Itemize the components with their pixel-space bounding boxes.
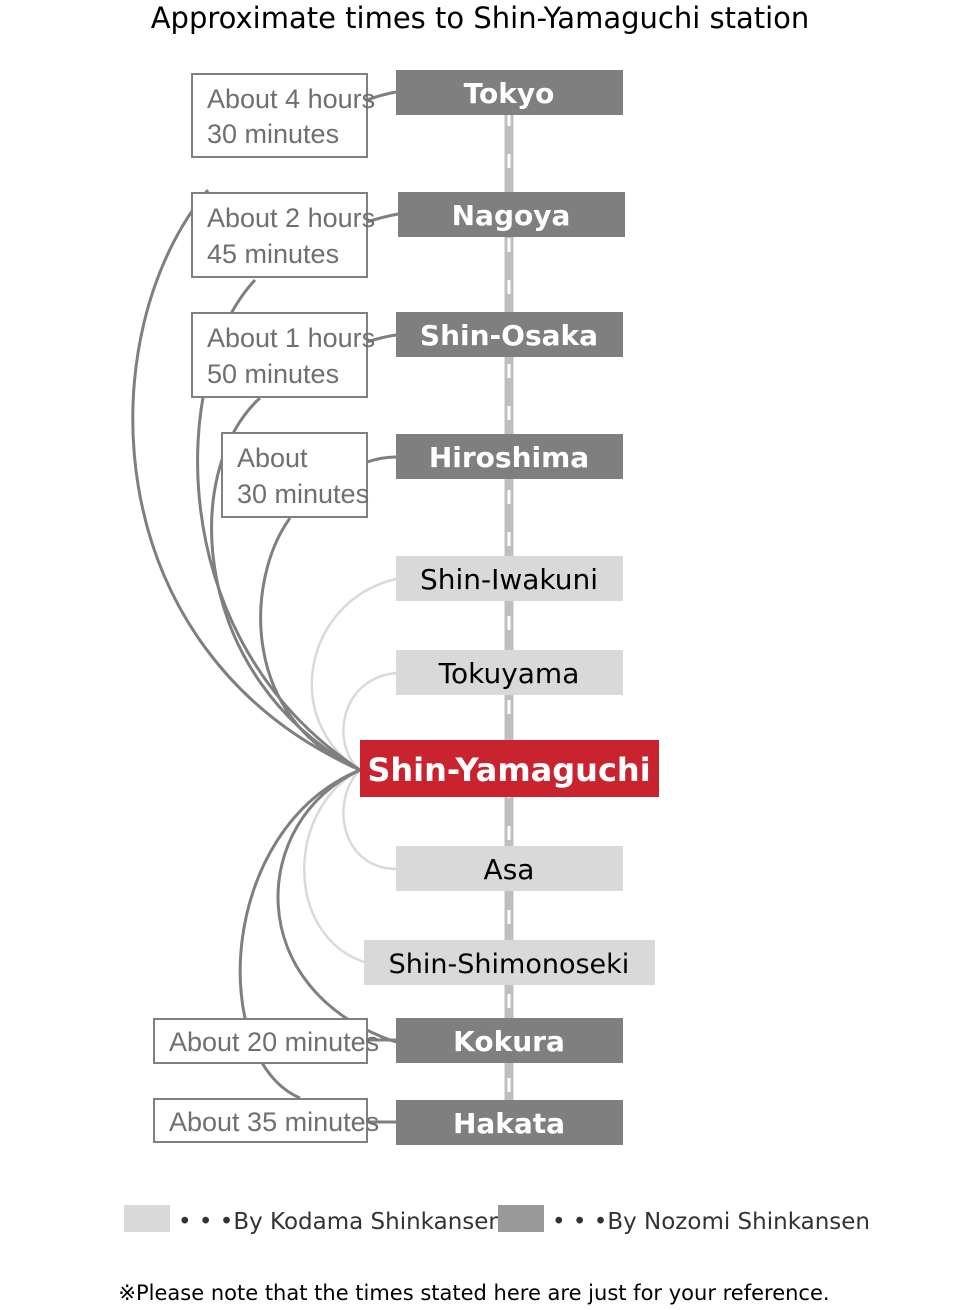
station-name-hakata: Hakata — [453, 1107, 565, 1140]
station-name-tokuyama: Tokuyama — [438, 657, 580, 690]
station-name-kokura: Kokura — [453, 1025, 565, 1058]
legend-swatch-kodama — [124, 1205, 170, 1232]
station-asa: Asa — [396, 846, 623, 891]
time-hakata: About 35 minutes — [169, 1107, 379, 1137]
curve-tokuyama — [342, 671, 397, 771]
legend-item-nozomi: • • •By Nozomi Shinkansen — [498, 1205, 870, 1235]
time-boxes: About 4 hours 30 minutes About 2 hours 4… — [153, 73, 379, 1143]
time-hiroshima-line1: About — [237, 443, 308, 473]
curve-shin-iwakuni — [310, 577, 397, 772]
legend-label-nozomi: • • •By Nozomi Shinkansen — [552, 1209, 870, 1235]
legend-swatch-nozomi — [498, 1205, 544, 1232]
time-nagoya-line2: 45 minutes — [207, 239, 339, 269]
time-box-hiroshima: About 30 minutes — [221, 432, 369, 518]
reference-note: ※Please note that the times stated here … — [118, 1281, 829, 1305]
time-tokyo-line1: About 4 hours — [207, 84, 375, 114]
curve-asa — [342, 769, 397, 871]
stations: Tokyo Nagoya Shin-Osaka Hiroshima Shin-I… — [360, 70, 659, 1145]
station-tokyo: Tokyo — [396, 70, 623, 115]
connector-nagoya — [366, 212, 399, 224]
station-nagoya: Nagoya — [398, 192, 625, 237]
curve-hakata — [238, 768, 361, 1100]
station-name-nagoya: Nagoya — [452, 199, 571, 232]
time-kokura: About 20 minutes — [169, 1027, 379, 1057]
connector-tokyo — [366, 90, 397, 102]
station-kokura: Kokura — [396, 1018, 623, 1063]
curve-shin-shimonoseki — [303, 768, 365, 964]
station-hakata: Hakata — [396, 1100, 623, 1145]
legend: • • •By Kodama Shinkansen • • •By Nozomi… — [124, 1205, 870, 1235]
station-shin-shimonoseki: Shin-Shimonoseki — [364, 940, 655, 985]
station-shin-yamaguchi: Shin-Yamaguchi — [360, 740, 659, 797]
time-box-shin-osaka: About 1 hours 50 minutes — [191, 312, 375, 398]
time-nagoya-line1: About 2 hours — [207, 203, 375, 233]
diagram-title: Approximate times to Shin-Yamaguchi stat… — [151, 1, 810, 35]
time-box-nagoya: About 2 hours 45 minutes — [191, 192, 375, 278]
station-name-tokyo: Tokyo — [464, 77, 555, 110]
curve-kokura — [276, 768, 397, 1044]
time-box-tokyo: About 4 hours 30 minutes — [191, 73, 375, 158]
time-hiroshima-line2: 30 minutes — [237, 479, 369, 509]
station-hiroshima: Hiroshima — [396, 434, 623, 479]
time-box-hakata: About 35 minutes — [153, 1098, 379, 1143]
legend-label-kodama: • • •By Kodama Shinkansen — [178, 1209, 503, 1235]
station-name-asa: Asa — [484, 853, 535, 886]
time-box-kokura: About 20 minutes — [153, 1018, 379, 1064]
station-name-shin-yamaguchi: Shin-Yamaguchi — [367, 751, 650, 789]
station-name-hiroshima: Hiroshima — [429, 441, 589, 474]
station-shin-iwakuni: Shin-Iwakuni — [396, 556, 623, 601]
time-shin-osaka-line2: 50 minutes — [207, 359, 339, 389]
curve-tokyo — [131, 189, 361, 772]
time-tokyo-line2: 30 minutes — [207, 119, 339, 149]
station-name-shin-osaka: Shin-Osaka — [420, 319, 598, 352]
kodama-curves — [303, 577, 397, 964]
connector-hiroshima — [366, 455, 397, 464]
station-shin-osaka: Shin-Osaka — [396, 312, 623, 357]
curve-hiroshima — [259, 517, 361, 772]
station-tokuyama: Tokuyama — [396, 650, 623, 695]
connector-shin-osaka — [366, 333, 397, 344]
time-shin-osaka-line1: About 1 hours — [207, 323, 375, 353]
station-name-shin-shimonoseki: Shin-Shimonoseki — [389, 949, 630, 980]
legend-item-kodama: • • •By Kodama Shinkansen — [124, 1205, 503, 1235]
station-name-shin-iwakuni: Shin-Iwakuni — [420, 563, 598, 596]
